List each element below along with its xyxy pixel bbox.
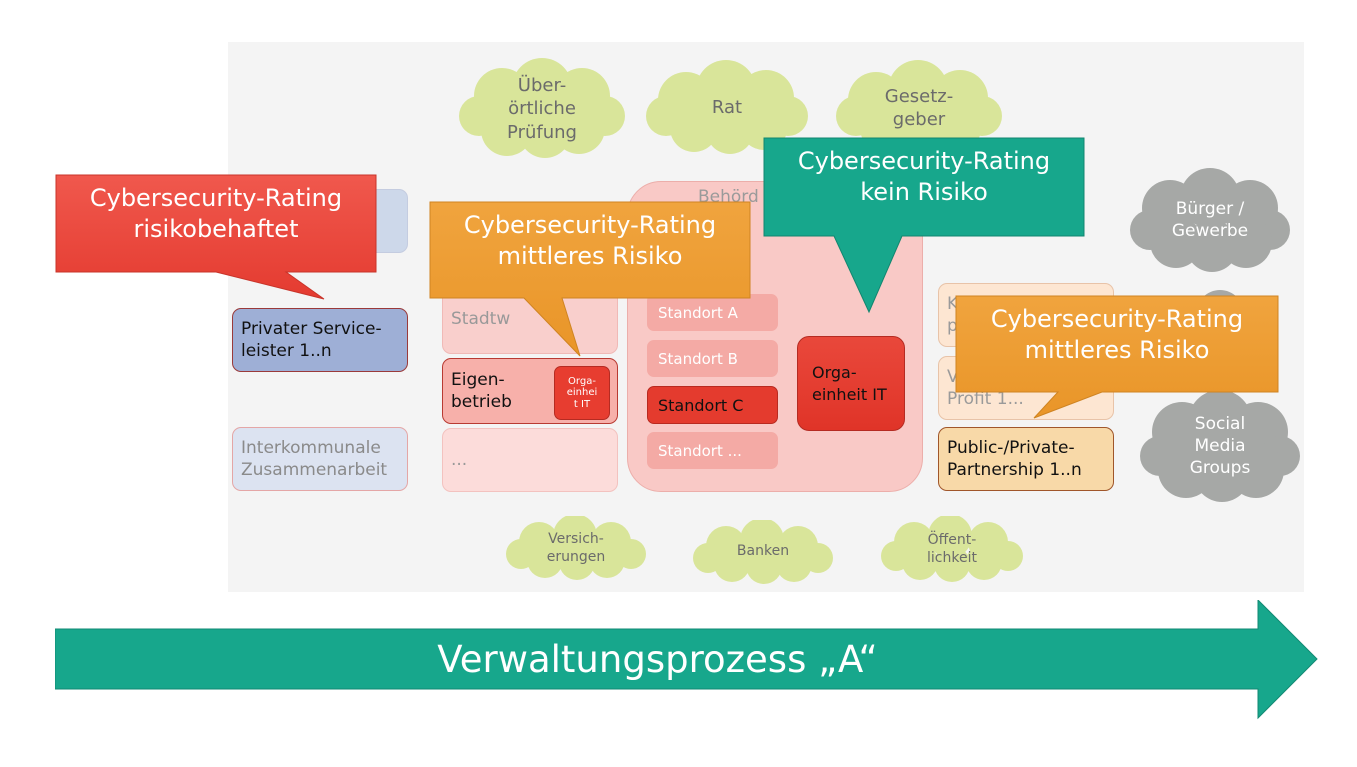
ppp-box: Public-/Private- Partnership 1..n <box>938 427 1114 491</box>
cloud-oeffentlichkeit: Öffent- lichkeit <box>878 516 1026 584</box>
callout-medium-left: Cybersecurity-Rating mittleres Risiko <box>429 201 752 358</box>
callout-label: Cybersecurity-Rating kein Risiko <box>797 147 1051 207</box>
box-label: Eigen- betrieb <box>451 369 512 412</box>
location-label: Standort A <box>658 303 738 322</box>
box-label: Orga- einheit IT <box>812 362 887 404</box>
orga-it-small-box: Orga- einhei t IT <box>554 366 610 420</box>
location-more: Standort ... <box>647 432 778 469</box>
process-arrow-label: Verwaltungsprozess „A“ <box>437 637 878 681</box>
box-label: K p <box>947 293 959 336</box>
cloud-label: Bürger / Gewerbe <box>1171 199 1249 241</box>
cloud-label: Über- örtliche Prüfung <box>507 75 577 143</box>
cloud-social-media-groups: Social Media Groups <box>1140 390 1300 504</box>
process-arrow: Verwaltungsprozess „A“ <box>55 600 1319 720</box>
cloud-rat: Rat <box>646 60 808 156</box>
box-label: Interkommunale Zusammenarbeit <box>241 437 388 480</box>
callout-no-risk: Cybersecurity-Rating kein Risiko <box>763 137 1086 314</box>
location-a: Standort A <box>647 294 778 331</box>
cloud-label: Banken <box>736 543 790 560</box>
cloud-label: Rat <box>711 97 743 119</box>
location-label: Standort C <box>658 395 744 415</box>
location-c: Standort C <box>647 386 778 424</box>
callout-medium-right: Cybersecurity-Rating mittleres Risiko <box>955 295 1280 420</box>
cloud-label: Öffent- lichkeit <box>927 532 977 566</box>
box-label: Public-/Private- Partnership 1..n <box>947 437 1082 480</box>
private-service-provider-box: Privater Service- leister 1..n <box>232 308 408 372</box>
box-label: Orga- einhei t IT <box>566 375 598 410</box>
location-label: Standort B <box>658 349 738 368</box>
callout-label: Cybersecurity-Rating risikobehaftet <box>89 184 343 244</box>
box-label: Privater Service- leister 1..n <box>241 318 382 361</box>
cloud-label: Versich- erungen <box>546 531 606 565</box>
location-label: Standort ... <box>658 441 742 460</box>
intermunicipal-box: Interkommunale Zusammenarbeit <box>232 427 408 491</box>
callout-label: Cybersecurity-Rating mittleres Risiko <box>990 305 1244 365</box>
callout-label: Cybersecurity-Rating mittleres Risiko <box>463 211 717 271</box>
cloud-label: Gesetz- geber <box>884 85 954 130</box>
ellipsis-box: ... <box>442 428 618 492</box>
cloud-banken: Banken <box>690 520 836 584</box>
box-label: V Profit 1... <box>947 366 1024 409</box>
cloud-buerger-gewerbe: Bürger / Gewerbe <box>1130 168 1290 274</box>
cloud-ueberoertliche-pruefung: Über- örtliche Prüfung <box>457 58 627 160</box>
box-label: Stadtw <box>451 309 511 330</box>
cloud-label: Social Media Groups <box>1189 414 1251 478</box>
cloud-versicherungen: Versich- erungen <box>503 516 649 582</box>
box-label: ... <box>451 449 468 470</box>
location-b: Standort B <box>647 340 778 377</box>
callout-risky: Cybersecurity-Rating risikobehaftet <box>55 174 378 300</box>
orga-it-box: Orga- einheit IT <box>797 336 905 431</box>
